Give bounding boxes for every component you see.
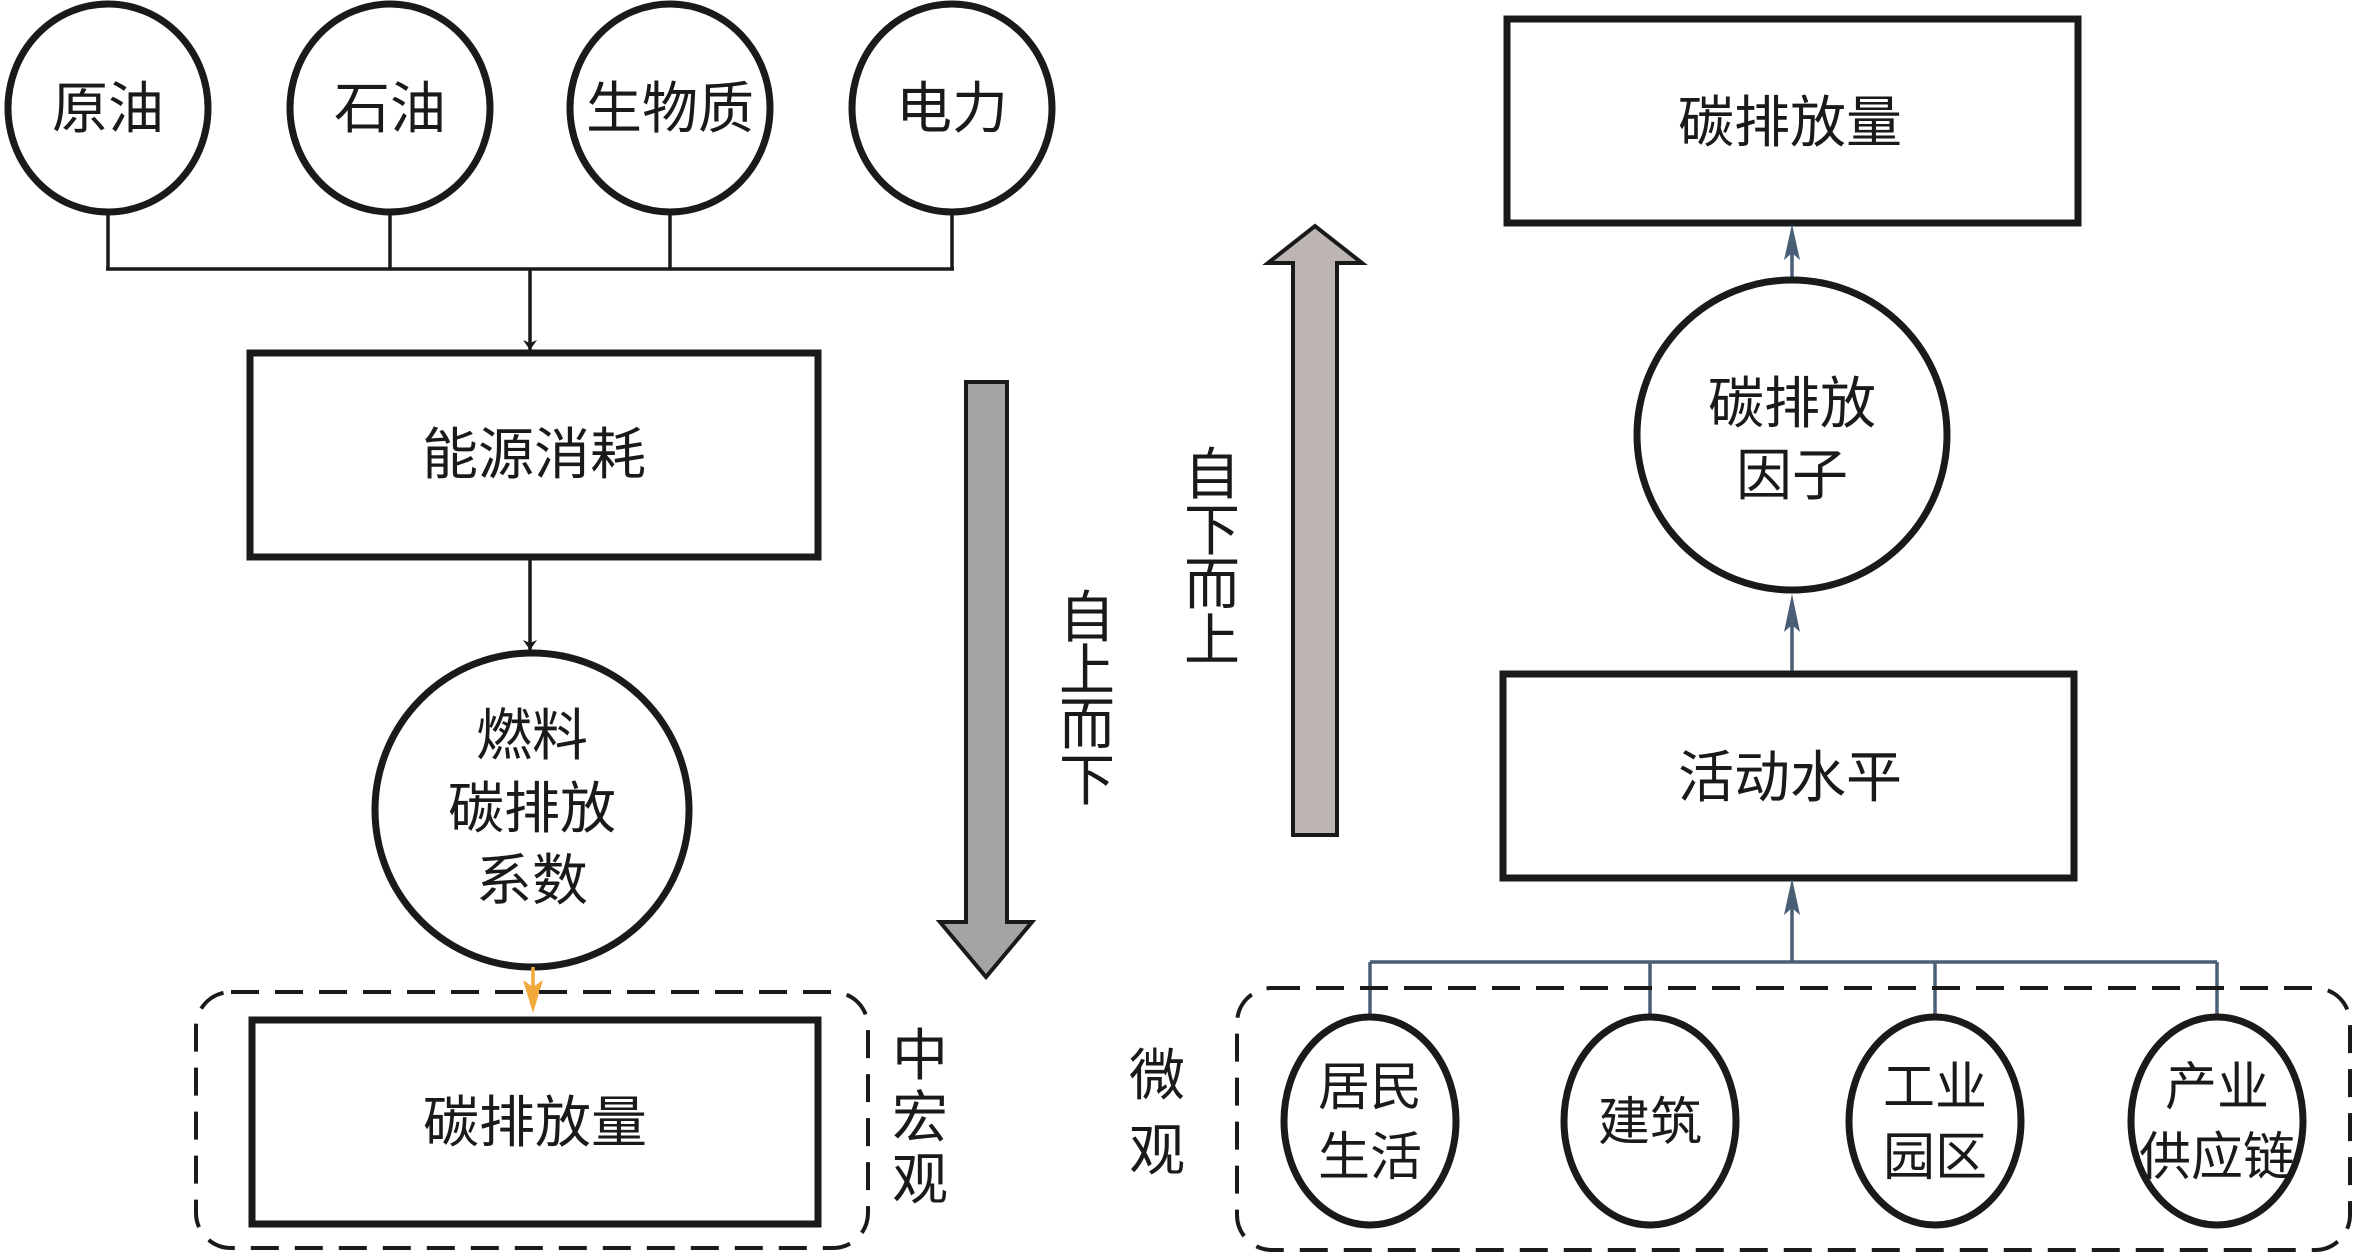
direction-label-char: 自 [1184,443,1240,508]
sectors-bus-connector [1368,900,2219,1018]
source-node-crude-oil: 原油 [4,0,212,216]
direction-label-char: 上 [1184,609,1240,674]
macro-scale-label: 中 宏 观 [892,1024,948,1213]
sector-label-line: 工业 [1883,1058,1987,1118]
scale-label-char: 中 [892,1024,948,1089]
sector-label-line: 供应链 [2139,1128,2295,1188]
direction-label-char: 上 [1059,639,1115,704]
micro-scale-label: 微 观 [1129,1044,1185,1184]
scale-label-char: 观 [1129,1119,1185,1184]
source-node-petroleum: 石油 [286,0,494,216]
bottom-up-direction-arrow [1262,223,1368,837]
carbon-emission-box-micro: 碳排放量 [1503,15,2082,227]
source-node-biomass: 生物质 [566,0,774,216]
source-label: 生物质 [586,77,754,142]
activity-level-box: 活动水平 [1499,670,2078,882]
top-down-panel: 原油 石油 生物质 电力 能源消耗 [4,0,1115,1250]
direction-label-char: 自 [1059,586,1115,651]
direction-label-char: 下 [1184,499,1240,564]
source-label: 原油 [52,77,164,142]
carbon-emission-label: 碳排放量 [1678,91,1902,156]
arrow-to-carbon-emission-micro [1784,224,1800,280]
top-down-direction-arrow [935,380,1037,981]
fuel-emission-factor-node: 燃料 碳排放 系数 [371,649,693,971]
arrow-to-carbon-emission-macro [523,967,543,1013]
sources-bus-connector [106,212,954,271]
sector-label-line: 园区 [1883,1128,1987,1188]
carbon-emission-label: 碳排放量 [423,1091,647,1156]
scale-label-char: 宏 [892,1086,948,1151]
source-node-electricity: 电力 [848,0,1056,216]
bottom-up-panel: 自 下 而 上 碳排放量 碳排放 因子 活动水平 [1129,15,2352,1252]
bottom-up-direction-label: 自 下 而 上 [1184,443,1240,674]
sector-node-industrial-supply-chain: 产业 供应链 [2127,1013,2307,1229]
sector-node-residential: 居民 生活 [1280,1013,1460,1229]
macro-scale-group [194,990,870,1250]
arrow-to-activity-level [1784,878,1800,915]
carbon-emission-box-macro: 碳排放量 [248,1016,822,1228]
emission-factor-line: 碳排放 [1708,372,1876,437]
emission-factor-line: 因子 [1736,444,1848,509]
sector-node-industrial-park: 工业 园区 [1845,1013,2025,1229]
energy-consumption-box: 能源消耗 [246,349,822,561]
sector-label-line: 居民 [1318,1058,1422,1118]
sector-label-line: 建筑 [1598,1093,1702,1153]
top-down-direction-label: 自 上 而 下 [1059,586,1115,814]
source-label: 电力 [896,77,1008,142]
micro-scale-group [1235,986,2352,1252]
fuel-factor-line: 碳排放 [448,777,616,842]
direction-label-char: 下 [1059,749,1115,814]
fuel-factor-line: 燃料 [476,704,588,769]
scale-label-char: 微 [1129,1044,1185,1109]
direction-label-char: 而 [1059,693,1115,758]
energy-consumption-label: 能源消耗 [422,423,646,488]
scale-label-char: 观 [892,1148,948,1213]
activity-level-label: 活动水平 [1678,746,1902,811]
sector-label-line: 产业 [2165,1058,2269,1118]
emission-factor-node: 碳排放 因子 [1633,276,1951,594]
arrow-to-emission-factor [1784,594,1800,673]
sector-label-line: 生活 [1318,1128,1422,1188]
source-label: 石油 [334,77,446,142]
direction-label-char: 而 [1184,553,1240,618]
fuel-factor-line: 系数 [476,849,588,914]
sector-node-building: 建筑 [1560,1013,1740,1229]
